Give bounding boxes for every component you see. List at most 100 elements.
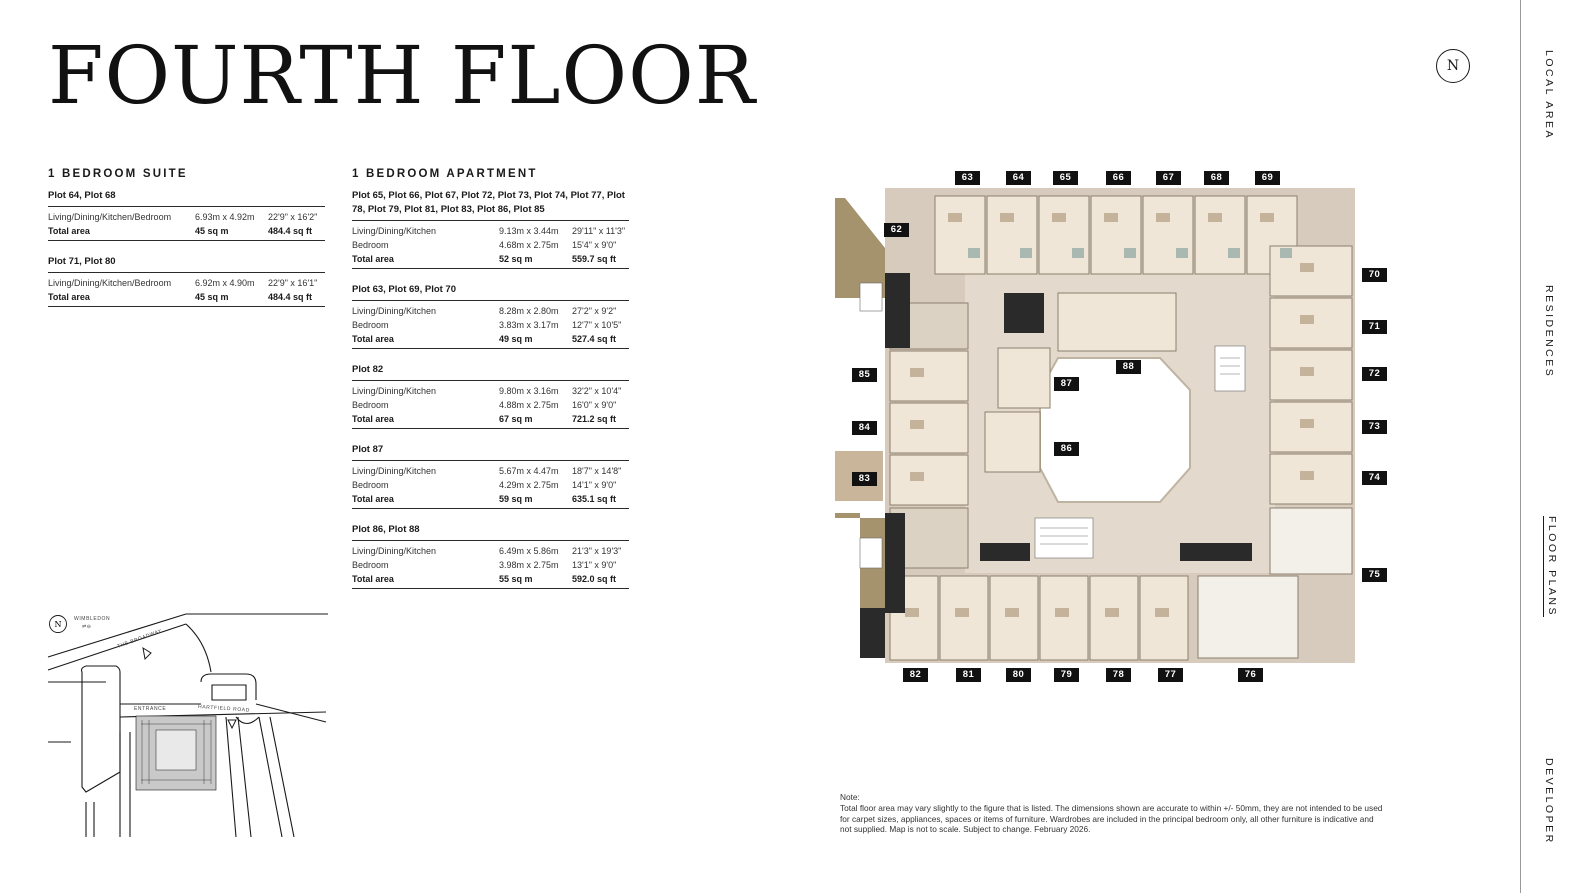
unit-label[interactable]: 68 bbox=[1204, 171, 1229, 185]
imperial-size: 592.0 sq ft bbox=[572, 574, 617, 584]
unit-label[interactable]: 86 bbox=[1054, 442, 1079, 456]
unit-label[interactable]: 67 bbox=[1156, 171, 1181, 185]
nav-item-floor-plans[interactable]: FLOOR PLANS bbox=[1543, 516, 1558, 618]
disclaimer-note: Note: Total floor area may vary slightly… bbox=[840, 792, 1385, 835]
imperial-size: 21'3" x 19'3" bbox=[572, 546, 622, 556]
metric-size: 8.28m x 2.80m bbox=[499, 306, 559, 316]
imperial-size: 527.4 sq ft bbox=[572, 334, 617, 344]
imperial-size: 484.4 sq ft bbox=[268, 226, 313, 236]
spec-row: Living/Dining/Kitchen/Bedroom 6.93m x 4.… bbox=[48, 210, 325, 224]
unit-label[interactable]: 82 bbox=[903, 668, 928, 682]
room-name: Living/Dining/Kitchen bbox=[352, 546, 437, 556]
unit-label[interactable]: 87 bbox=[1054, 377, 1079, 391]
imperial-size: 15'4" x 9'0" bbox=[572, 240, 617, 250]
entrance-label: ENTRANCE bbox=[134, 706, 166, 712]
spec-row: Bedroom 3.98m x 2.75m 13'1" x 9'0" bbox=[352, 558, 629, 572]
nav-item-residences[interactable]: RESIDENCES bbox=[1543, 285, 1555, 379]
spec-row-total: Total area 45 sq m 484.4 sq ft bbox=[48, 290, 325, 304]
room-name: Bedroom bbox=[352, 480, 389, 490]
unit-label[interactable]: 75 bbox=[1362, 568, 1387, 582]
unit-label[interactable]: 69 bbox=[1255, 171, 1280, 185]
imperial-size: 32'2" x 10'4" bbox=[572, 386, 622, 396]
spec-row: Living/Dining/Kitchen 9.80m x 3.16m 32'2… bbox=[352, 384, 629, 398]
spec-row: Living/Dining/Kitchen 6.49m x 5.86m 21'3… bbox=[352, 544, 629, 558]
unit-label[interactable]: 76 bbox=[1238, 668, 1263, 682]
suite-spec-table: Plot 64, Plot 68 Living/Dining/Kitchen/B… bbox=[48, 189, 325, 321]
unit-label[interactable]: 77 bbox=[1158, 668, 1183, 682]
location-map: N WIMBLEDON ⇌⊖ THE BROADWAY HARTFIELD RO… bbox=[46, 612, 328, 837]
nav-item-local-area[interactable]: LOCAL AREA bbox=[1543, 50, 1555, 140]
room-name: Living/Dining/Kitchen/Bedroom bbox=[48, 212, 172, 222]
unit-label[interactable]: 73 bbox=[1362, 420, 1387, 434]
imperial-size: 12'7" x 10'5" bbox=[572, 320, 622, 330]
unit-label[interactable]: 71 bbox=[1362, 320, 1387, 334]
unit-label[interactable]: 83 bbox=[852, 472, 877, 486]
spec-row: Living/Dining/Kitchen 9.13m x 3.44m 29'1… bbox=[352, 224, 629, 238]
balcony-frame bbox=[835, 198, 885, 298]
unit-label[interactable]: 80 bbox=[1006, 668, 1031, 682]
room-name: Bedroom bbox=[352, 240, 389, 250]
compass-letter: N bbox=[1446, 58, 1460, 74]
plot-spec: Plot 64, Plot 68 Living/Dining/Kitchen/B… bbox=[48, 189, 325, 241]
imperial-size: 721.2 sq ft bbox=[572, 414, 617, 424]
unit-label[interactable]: 65 bbox=[1053, 171, 1078, 185]
metric-size: 4.29m x 2.75m bbox=[499, 480, 559, 490]
spec-row: Bedroom 4.29m x 2.75m 14'1" x 9'0" bbox=[352, 478, 629, 492]
map-compass-icon bbox=[49, 615, 67, 633]
plot-spec: Plot 65, Plot 66, Plot 67, Plot 72, Plot… bbox=[352, 189, 629, 269]
nav-item-developer[interactable]: DEVELOPER bbox=[1543, 758, 1555, 845]
unit-label[interactable]: 70 bbox=[1362, 268, 1387, 282]
metric-size: 6.49m x 5.86m bbox=[499, 546, 559, 556]
road-label: HARTFIELD ROAD bbox=[198, 704, 250, 714]
room-name: Total area bbox=[352, 254, 394, 264]
imperial-size: 22'9" x 16'2" bbox=[268, 212, 318, 222]
unit-label[interactable]: 88 bbox=[1116, 360, 1141, 374]
unit-label[interactable]: 81 bbox=[956, 668, 981, 682]
plot-title: Plot 65, Plot 66, Plot 67, Plot 72, Plot… bbox=[352, 189, 629, 221]
metric-size: 5.67m x 4.47m bbox=[499, 466, 559, 476]
room-name: Total area bbox=[352, 494, 394, 504]
unit-label[interactable]: 62 bbox=[884, 223, 909, 237]
room-name: Living/Dining/Kitchen bbox=[352, 386, 437, 396]
road-label: THE BROADWAY bbox=[117, 628, 163, 650]
unit-label[interactable]: 85 bbox=[852, 368, 877, 382]
spec-row: Bedroom 4.68m x 2.75m 15'4" x 9'0" bbox=[352, 238, 629, 252]
note-text: Total floor area may vary slightly to th… bbox=[840, 802, 1383, 835]
plot-title: Plot 71, Plot 80 bbox=[48, 255, 325, 273]
unit-label[interactable]: 64 bbox=[1006, 171, 1031, 185]
unit-label[interactable]: 78 bbox=[1106, 668, 1131, 682]
metric-size: 4.88m x 2.75m bbox=[499, 400, 559, 410]
metric-size: 6.93m x 4.92m bbox=[195, 212, 255, 222]
unit-label[interactable]: 74 bbox=[1362, 471, 1387, 485]
station-icon: ⇌⊖ bbox=[82, 624, 92, 630]
map-compass-letter: N bbox=[55, 620, 62, 629]
room-name: Total area bbox=[352, 334, 394, 344]
room-name: Living/Dining/Kitchen bbox=[352, 306, 437, 316]
spec-row-total: Total area 59 sq m 635.1 sq ft bbox=[352, 492, 629, 506]
imperial-size: 484.4 sq ft bbox=[268, 292, 313, 302]
imperial-size: 16'0" x 9'0" bbox=[572, 400, 617, 410]
unit-label[interactable]: 66 bbox=[1106, 171, 1131, 185]
room-name: Bedroom bbox=[352, 560, 389, 570]
metric-size: 3.98m x 2.75m bbox=[499, 560, 559, 570]
imperial-size: 22'9" x 16'1" bbox=[268, 278, 318, 288]
unit-label[interactable]: 72 bbox=[1362, 367, 1387, 381]
unit-label[interactable]: 63 bbox=[955, 171, 980, 185]
spec-row: Living/Dining/Kitchen 8.28m x 2.80m 27'2… bbox=[352, 304, 629, 318]
spec-row-total: Total area 52 sq m 559.7 sq ft bbox=[352, 252, 629, 266]
plot-title: Plot 82 bbox=[352, 363, 629, 381]
metric-size: 45 sq m bbox=[195, 292, 229, 302]
station-label: WIMBLEDON bbox=[74, 616, 110, 622]
note-heading: Note: bbox=[840, 792, 860, 802]
metric-size: 4.68m x 2.75m bbox=[499, 240, 559, 250]
plot-spec: Plot 63, Plot 69, Plot 70 Living/Dining/… bbox=[352, 283, 629, 349]
room-name: Living/Dining/Kitchen/Bedroom bbox=[48, 278, 172, 288]
imperial-size: 559.7 sq ft bbox=[572, 254, 617, 264]
spec-row: Bedroom 4.88m x 2.75m 16'0" x 9'0" bbox=[352, 398, 629, 412]
spec-row-total: Total area 55 sq m 592.0 sq ft bbox=[352, 572, 629, 586]
imperial-size: 18'7" x 14'8" bbox=[572, 466, 622, 476]
unit-label[interactable]: 84 bbox=[852, 421, 877, 435]
location-map-drawing: N WIMBLEDON ⇌⊖ THE BROADWAY HARTFIELD RO… bbox=[47, 613, 328, 837]
unit-label[interactable]: 79 bbox=[1054, 668, 1079, 682]
plot-spec: Plot 82 Living/Dining/Kitchen 9.80m x 3.… bbox=[352, 363, 629, 429]
